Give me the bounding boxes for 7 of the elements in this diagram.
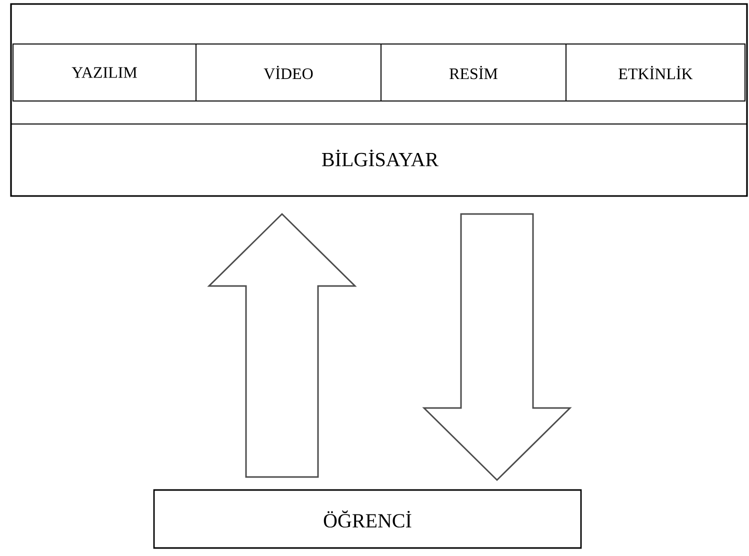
cell: YAZILIM [12, 44, 196, 102]
cell: RESİM [380, 44, 566, 102]
cell: VİDEO [196, 44, 382, 102]
block-arrow [207, 212, 357, 478]
student-box: ÖĞRENCİ [153, 489, 582, 549]
cell: ETKİNLİK [566, 44, 746, 102]
block-arrow [422, 213, 572, 482]
